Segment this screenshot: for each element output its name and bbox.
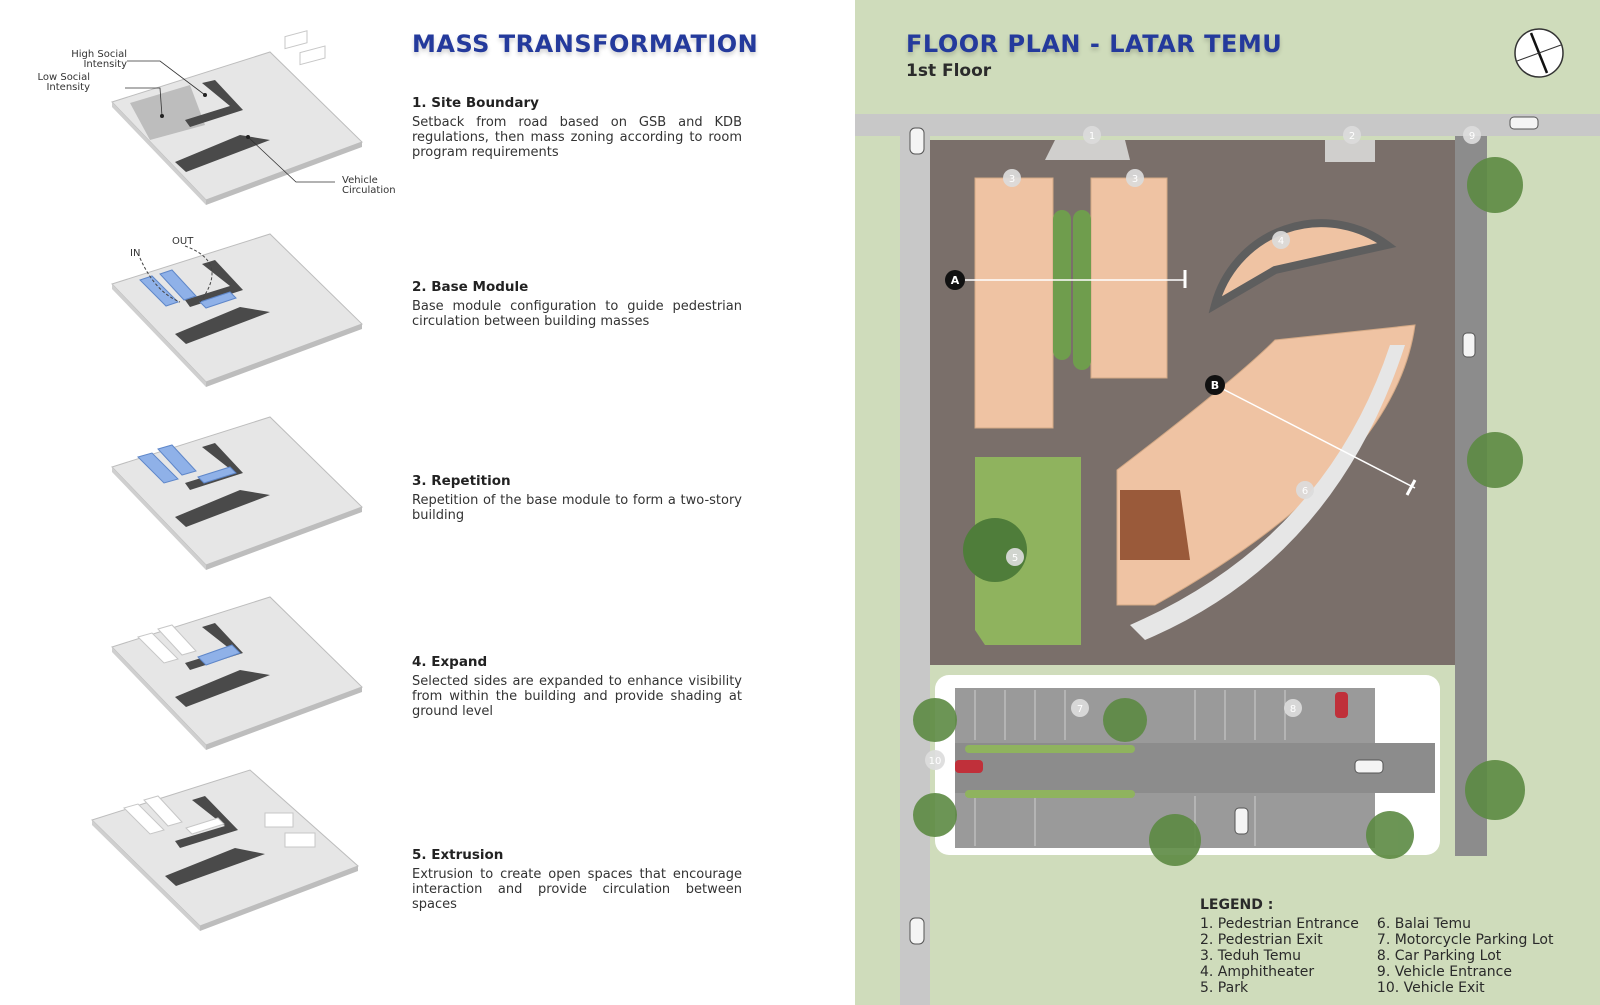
site-plan-drawing: A B 1 2 3 3 4 5 6 7 8 9 10 bbox=[855, 114, 1600, 1005]
legend-item: 6. Balai Temu bbox=[1376, 916, 1472, 932]
section-marker-b: B bbox=[1211, 379, 1219, 392]
step-body: Base module configuration to guide pedes… bbox=[412, 299, 742, 329]
step-extrusion: 5. Extrusion Extrusion to create open sp… bbox=[412, 847, 742, 913]
legend-item: 9. Vehicle Entrance bbox=[1376, 964, 1512, 980]
plan-number-3b: 3 bbox=[1132, 174, 1138, 185]
legend-item: 2. Pedestrian Exit bbox=[1200, 932, 1323, 948]
step-heading: 4. Expand bbox=[412, 654, 488, 670]
label-in: IN bbox=[130, 248, 140, 259]
diagram-extrusion bbox=[91, 769, 359, 931]
step-heading: 5. Extrusion bbox=[412, 847, 504, 863]
step-body: Selected sides are expanded to enhance v… bbox=[412, 674, 742, 719]
legend-column-2: 6. Balai Temu 7. Motorcycle Parking Lot … bbox=[1377, 916, 1554, 996]
legend: LEGEND : 1. Pedestrian Entrance 2. Pedes… bbox=[1200, 897, 1553, 996]
diagram-expand bbox=[111, 596, 363, 750]
legend-item: 10. Vehicle Exit bbox=[1376, 980, 1485, 996]
floor-level-label: 1st Floor bbox=[906, 61, 992, 81]
step-body: Repetition of the base module to form a … bbox=[412, 493, 742, 523]
step-heading: 3. Repetition bbox=[412, 473, 511, 489]
label-high-social-1: High Social bbox=[71, 49, 127, 60]
label-vehicle-2: Circulation bbox=[342, 185, 396, 196]
floor-plan-title: FLOOR PLAN - LATAR TEMU bbox=[906, 30, 1283, 58]
step-expand: 4. Expand Selected sides are expanded to… bbox=[412, 654, 742, 720]
plan-number-9: 9 bbox=[1469, 131, 1475, 142]
step-site-boundary: 1. Site Boundary Setback from road based… bbox=[412, 95, 742, 161]
step-body: Extrusion to create open spaces that enc… bbox=[412, 867, 742, 912]
step-repetition: 3. Repetition Repetition of the base mod… bbox=[412, 473, 742, 524]
label-low-social-1: Low Social bbox=[37, 72, 90, 83]
legend-item: 1. Pedestrian Entrance bbox=[1200, 916, 1359, 932]
diagram-site-boundary: High Social Intensity Low Social Intensi… bbox=[37, 30, 396, 205]
section-marker-a: A bbox=[951, 274, 960, 287]
step-heading: 2. Base Module bbox=[412, 279, 529, 295]
north-arrow-icon bbox=[1514, 28, 1564, 78]
plan-number-8: 8 bbox=[1290, 704, 1296, 715]
plan-number-7: 7 bbox=[1077, 704, 1083, 715]
floor-plan-panel: A B 1 2 3 3 4 5 6 7 8 9 10 FLOOR PLAN - … bbox=[855, 0, 1600, 1005]
mass-transformation-title: MASS TRANSFORMATION bbox=[412, 30, 759, 58]
diagram-base-module: IN OUT bbox=[111, 233, 363, 387]
label-out: OUT bbox=[172, 236, 194, 247]
plan-number-4: 4 bbox=[1278, 236, 1284, 247]
legend-item: 8. Car Parking Lot bbox=[1376, 948, 1502, 964]
legend-item: 7. Motorcycle Parking Lot bbox=[1376, 932, 1554, 948]
step-heading: 1. Site Boundary bbox=[412, 95, 539, 111]
plan-number-1: 1 bbox=[1089, 131, 1095, 142]
mass-transformation-panel: MASS TRANSFORMATION 1. Site Boundary Set… bbox=[37, 30, 759, 931]
step-base-module: 2. Base Module Base module configuration… bbox=[412, 279, 742, 330]
label-high-social-2: Intensity bbox=[83, 59, 127, 70]
plan-number-5: 5 bbox=[1012, 553, 1018, 564]
diagram-repetition bbox=[111, 416, 363, 570]
legend-item: 3. Teduh Temu bbox=[1200, 948, 1301, 964]
plan-number-3a: 3 bbox=[1009, 174, 1015, 185]
legend-column-1: 1. Pedestrian Entrance 2. Pedestrian Exi… bbox=[1200, 916, 1359, 996]
label-vehicle-1: Vehicle bbox=[342, 175, 378, 186]
plan-number-10: 10 bbox=[929, 756, 942, 767]
legend-item: 4. Amphitheater bbox=[1200, 964, 1315, 980]
plan-number-2: 2 bbox=[1349, 131, 1355, 142]
plan-number-6: 6 bbox=[1302, 486, 1308, 497]
label-low-social-2: Intensity bbox=[46, 82, 90, 93]
legend-item: 5. Park bbox=[1200, 980, 1249, 996]
step-body: Setback from road based on GSB and KDB r… bbox=[412, 115, 742, 160]
legend-heading: LEGEND : bbox=[1200, 897, 1274, 913]
